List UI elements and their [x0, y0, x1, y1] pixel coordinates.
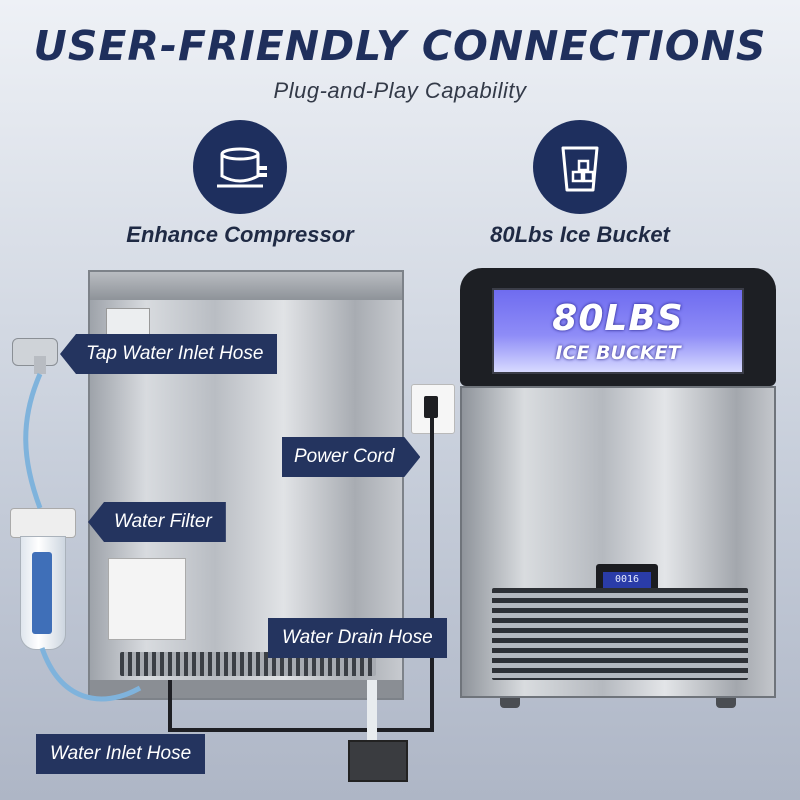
machine-foot: [500, 698, 520, 708]
rear-top-panel: [90, 272, 402, 300]
machine-body: 0016: [460, 386, 776, 698]
capacity-text: 80LBS: [552, 298, 684, 339]
callout-water-filter: Water Filter: [88, 502, 226, 542]
viewing-window: 80LBS ICE BUCKET: [492, 288, 744, 374]
compressor-icon: [193, 120, 287, 214]
rear-base: [90, 680, 402, 698]
floor-drain: [348, 740, 408, 782]
ice-bucket-text: ICE BUCKET: [555, 342, 681, 364]
water-filter-core: [32, 552, 52, 634]
subheadline: Plug-and-Play Capability: [273, 78, 527, 103]
callout-power-cord: Power Cord: [282, 437, 420, 477]
headline: USER-FRIENDLY CONNECTIONS: [33, 22, 767, 70]
feature-label-ice-bucket: 80Lbs Ice Bucket: [490, 222, 670, 247]
tap-hose-line: [23, 373, 43, 509]
faucet-spout: [34, 356, 46, 374]
front-vent-grille: [492, 588, 748, 680]
digital-display: 0016: [603, 572, 651, 588]
machine-lid: 80LBS ICE BUCKET: [460, 268, 776, 386]
power-plug: [424, 396, 438, 418]
callout-water-drain-hose: Water Drain Hose: [268, 618, 447, 658]
ice-bucket-icon: [533, 120, 627, 214]
instruction-sticker: [108, 558, 186, 640]
water-filter-cap: [10, 508, 76, 538]
ice-maker-front-view: 80LBS ICE BUCKET 0016: [460, 268, 776, 708]
callout-tap-water-inlet-hose: Tap Water Inlet Hose: [60, 334, 278, 374]
callout-water-inlet-hose: Water Inlet Hose: [36, 734, 206, 774]
feature-label-compressor: Enhance Compressor: [126, 222, 354, 247]
machine-foot: [716, 698, 736, 708]
